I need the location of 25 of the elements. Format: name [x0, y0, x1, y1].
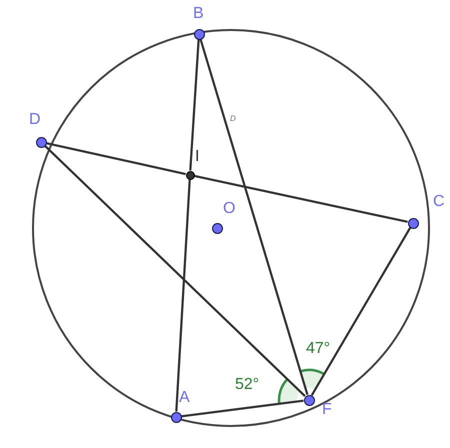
line-segment — [310, 227, 412, 396]
line-segment — [189, 39, 200, 171]
point — [408, 218, 418, 228]
faint-letter: D — [230, 115, 236, 123]
point — [212, 222, 222, 234]
point-label: O — [223, 201, 236, 217]
line-segment — [175, 179, 191, 412]
angle-label: 47° — [306, 341, 330, 357]
point — [194, 28, 204, 40]
point-label: F — [322, 402, 332, 418]
point — [304, 394, 314, 406]
point — [36, 136, 46, 148]
line-segment — [46, 142, 186, 176]
point-label: B — [193, 6, 204, 22]
line-segment — [181, 400, 304, 418]
point — [186, 170, 194, 180]
point — [170, 412, 182, 422]
point-label: I — [195, 149, 200, 165]
angle-label: 52° — [235, 377, 260, 393]
line-segment — [200, 38, 308, 396]
point-label: A — [179, 390, 190, 406]
line-segment — [44, 145, 306, 397]
point-label: C — [433, 194, 445, 210]
point-label: D — [29, 112, 41, 128]
line-segment — [194, 174, 408, 223]
